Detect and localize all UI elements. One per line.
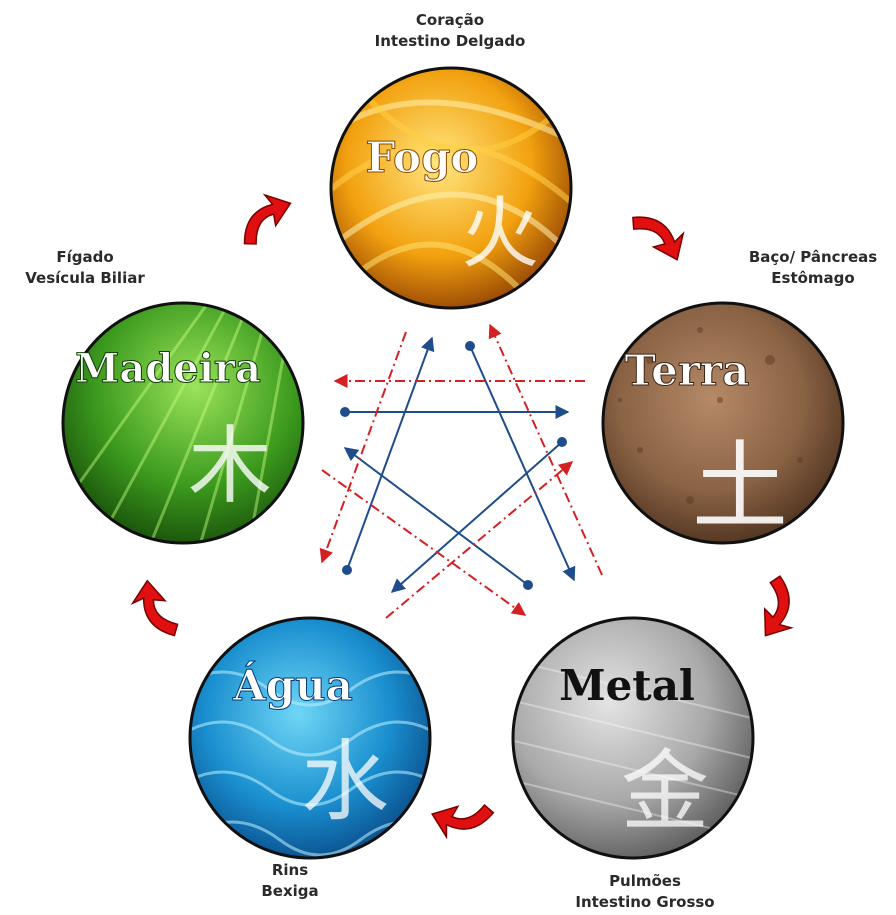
- metal-glyph: 金: [621, 740, 709, 843]
- organ-fogo-2: Intestino Delgado: [350, 31, 550, 52]
- cycle-arrow-agua-madeira-icon: [128, 576, 180, 644]
- organ-terra-2: Estômago: [730, 268, 896, 289]
- fogo-glyph: 火: [461, 189, 539, 279]
- generating-dot-4: [524, 581, 532, 589]
- organ-label-madeira: Fígado Vesícula Biliar: [10, 247, 160, 289]
- generating-dot-5: [558, 438, 566, 446]
- organ-label-terra: Baço/ Pâncreas Estômago: [730, 247, 896, 289]
- element-metal: Metal 金: [510, 618, 760, 858]
- organ-metal-1: Pulmões: [545, 871, 745, 892]
- controlling-line-4: [322, 470, 525, 615]
- controlling-line-3: [490, 325, 602, 575]
- controlling-line-5: [386, 462, 572, 618]
- terra-title: Terra: [625, 346, 750, 395]
- inner-star-lines: [322, 325, 602, 618]
- organ-label-metal: Pulmões Intestino Grosso: [545, 871, 745, 913]
- controlling-lines: [322, 325, 602, 618]
- element-madeira: Madeira 木: [60, 300, 303, 545]
- madeira-title: Madeira: [75, 345, 261, 392]
- organ-madeira-1: Fígado: [10, 247, 160, 268]
- organ-metal-2: Intestino Grosso: [545, 892, 745, 913]
- agua-title: Água: [232, 660, 353, 710]
- controlling-line-2: [322, 332, 406, 562]
- element-terra: Terra 土: [603, 303, 843, 543]
- organ-label-agua: Rins Bexiga: [230, 860, 350, 902]
- cycle-arrow-agua-madeira: [128, 576, 180, 644]
- cycle-arrow-metal-agua-icon: [429, 796, 495, 844]
- generating-line-1: [347, 338, 432, 570]
- organ-label-fogo: Coração Intestino Delgado: [350, 10, 550, 52]
- generating-dot-2: [466, 342, 474, 350]
- cycle-arrow-madeira-fogo: [228, 186, 299, 249]
- organ-agua-1: Rins: [230, 860, 350, 881]
- organ-fogo-1: Coração: [350, 10, 550, 31]
- organ-terra-1: Baço/ Pâncreas: [730, 247, 896, 268]
- element-circles: Fogo 火 Terra 土 Metal: [60, 68, 843, 858]
- element-fogo: Fogo 火: [320, 68, 590, 308]
- agua-glyph: 水: [301, 730, 389, 833]
- cycle-arrow-fogo-terra: [628, 199, 694, 270]
- cycle-arrow-fogo-terra-icon: [628, 199, 694, 270]
- cycle-arrow-terra-metal-icon: [749, 574, 809, 644]
- element-agua: Água 水: [190, 618, 430, 858]
- organ-madeira-2: Vesícula Biliar: [10, 268, 160, 289]
- terra-glyph: 土: [692, 431, 788, 543]
- generating-dot-3: [341, 408, 349, 416]
- metal-title: Metal: [559, 661, 695, 710]
- cycle-arrow-madeira-fogo-icon: [228, 186, 299, 249]
- generating-line-4: [345, 448, 528, 585]
- generating-line-5: [392, 442, 562, 592]
- cycle-arrow-terra-metal: [749, 574, 809, 644]
- generating-dot-1: [343, 566, 351, 574]
- madeira-glyph: 木: [188, 417, 272, 515]
- organ-agua-2: Bexiga: [230, 881, 350, 902]
- fogo-title: Fogo: [366, 133, 479, 182]
- generating-lines: [341, 338, 574, 592]
- cycle-arrow-metal-agua: [429, 796, 495, 844]
